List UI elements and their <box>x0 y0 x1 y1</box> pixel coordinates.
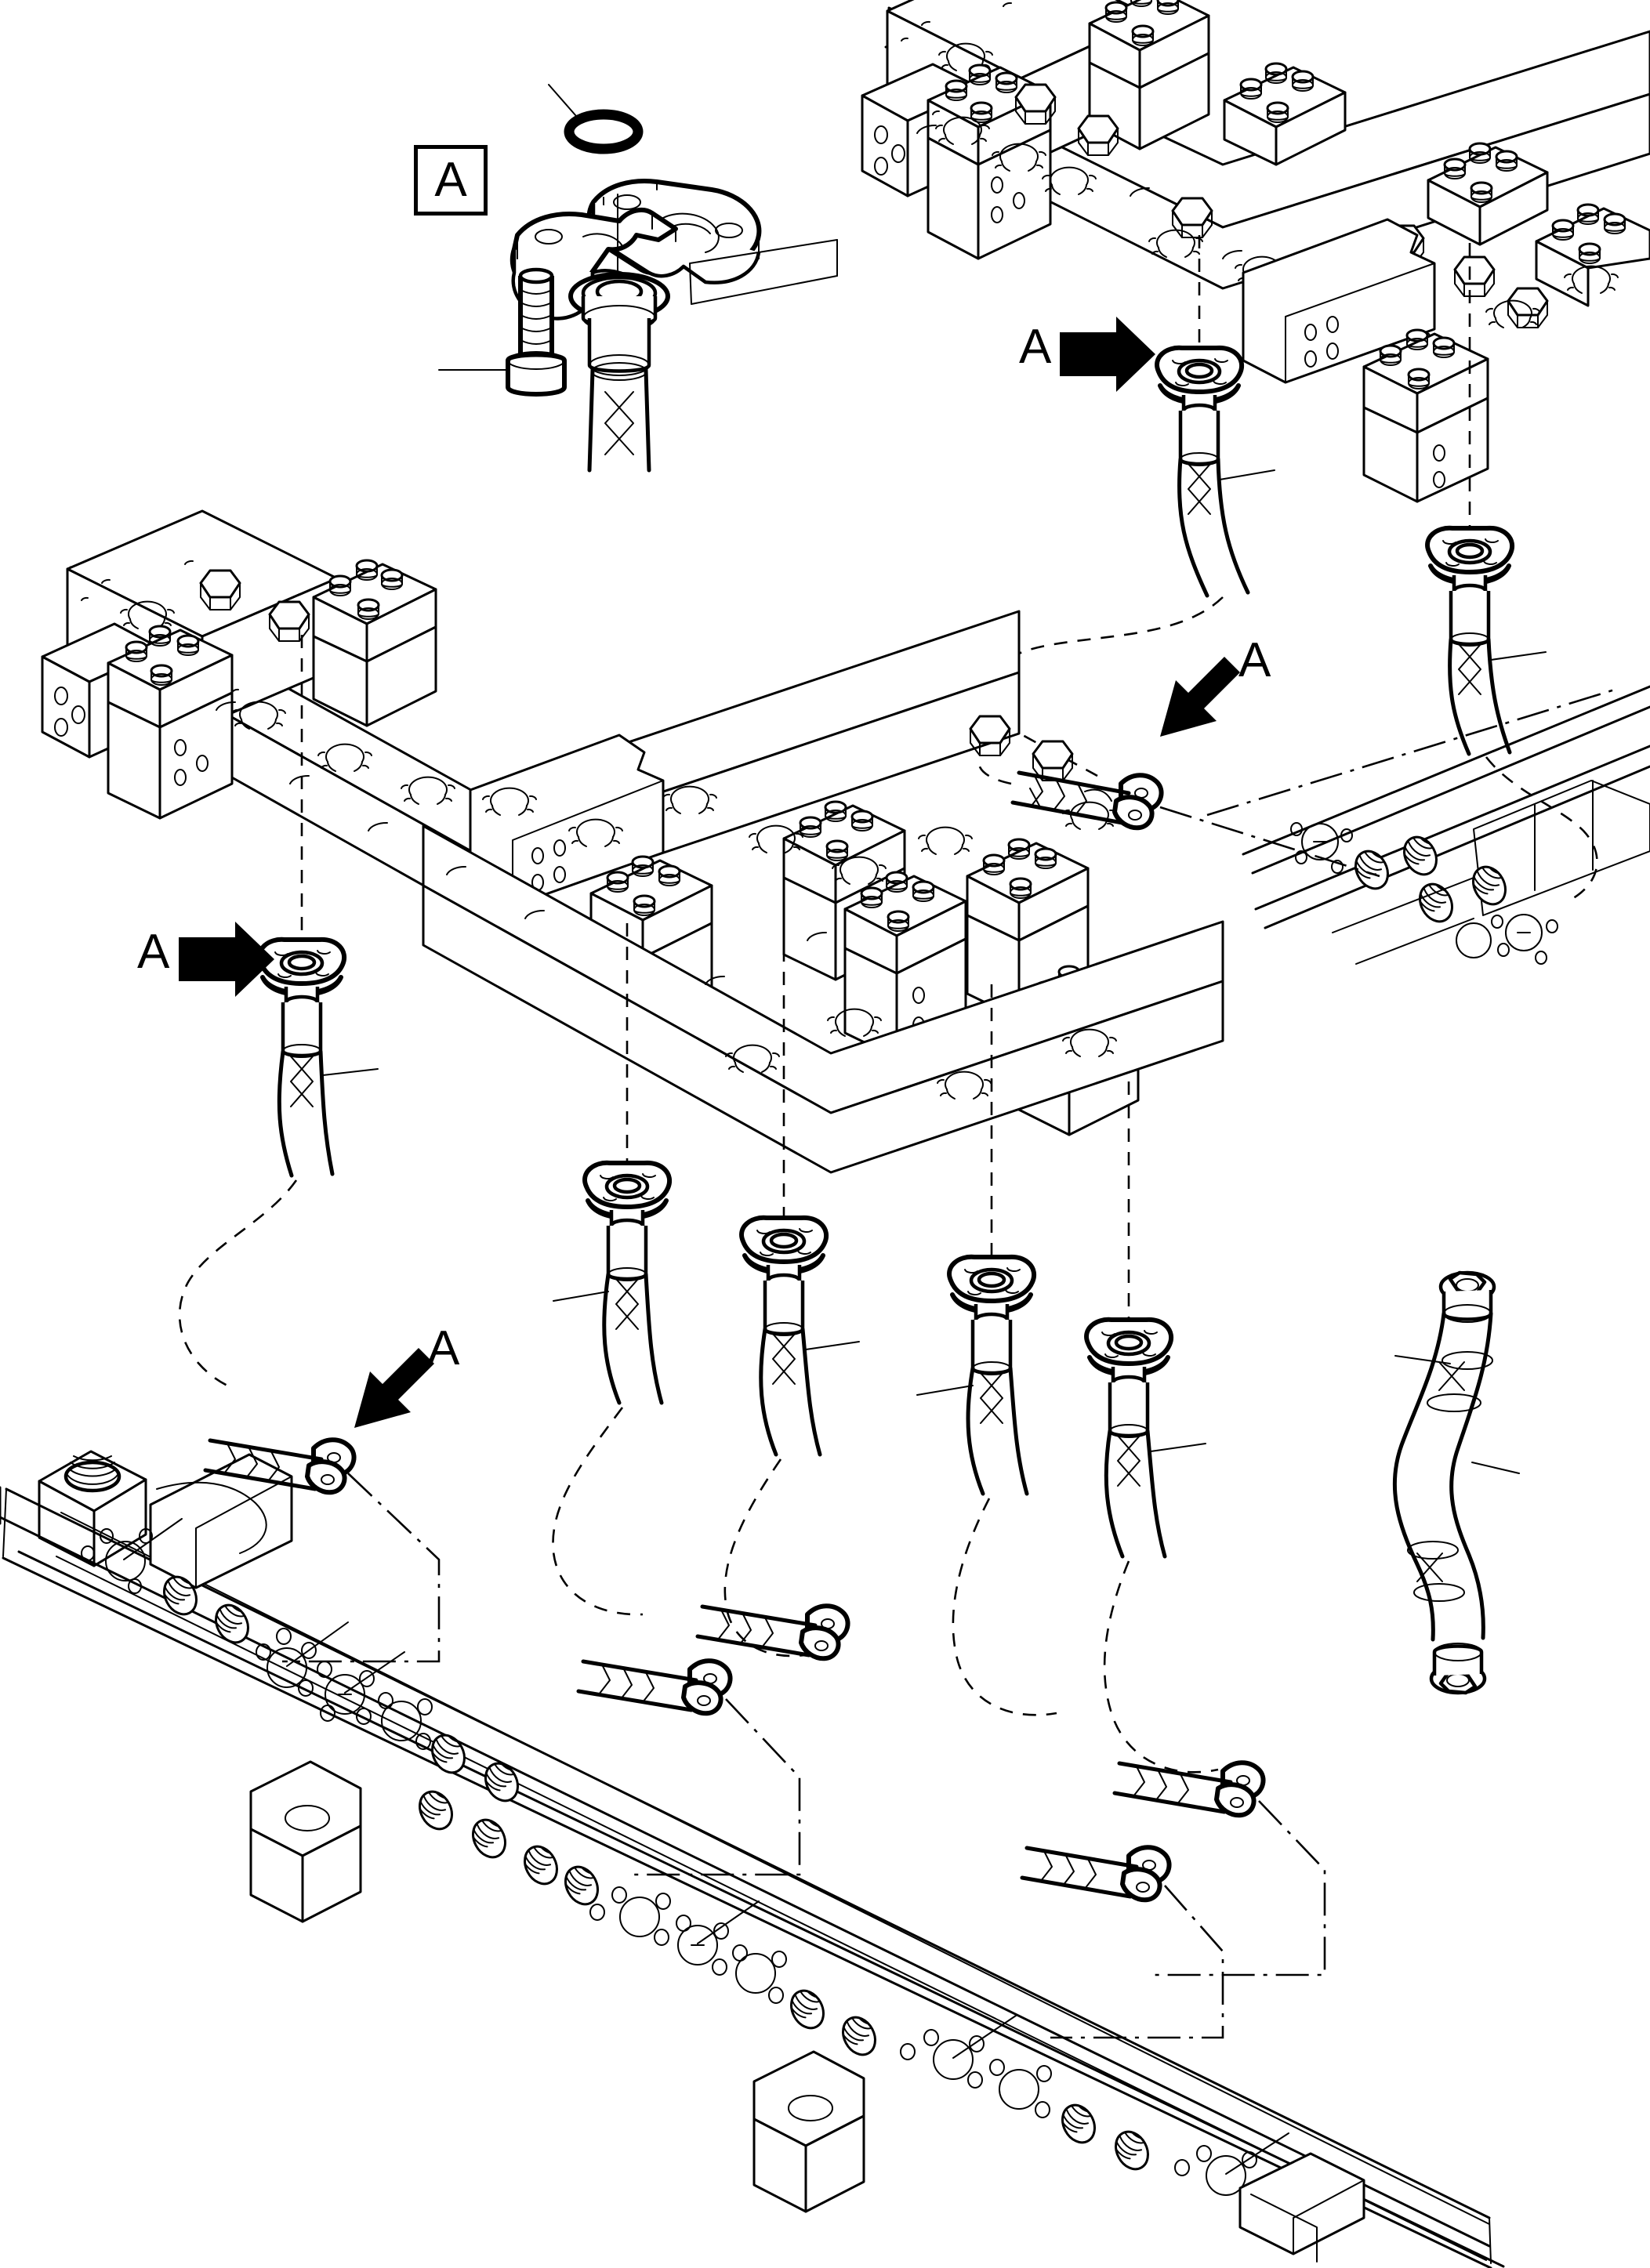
plugged-hole <box>1108 2125 1156 2176</box>
support-bracket <box>249 1760 362 1923</box>
hose-end-fitting-part <box>568 272 670 473</box>
hose-lower-valve-2 <box>552 1163 669 1616</box>
hose-braid-marking <box>604 391 634 455</box>
hose-rail-connection-1 <box>203 1440 441 1663</box>
hex-plug <box>1507 287 1549 329</box>
hose-lower-valve-5 <box>1086 1320 1219 1773</box>
lower-control-valve-bank <box>41 509 1224 1342</box>
lower-bulkhead-rail <box>0 1450 1505 2268</box>
hose-rail-connection-3 <box>695 1606 848 1658</box>
hose-upper-valve-1 <box>985 348 1275 777</box>
valve-section-block <box>1535 203 1650 307</box>
plugged-hole <box>412 1784 460 1836</box>
upper-control-valve-bank <box>861 0 1650 553</box>
hex-plug <box>969 715 1011 757</box>
o-ring-part <box>548 84 644 154</box>
hose-upper-rail <box>977 759 1380 878</box>
swivel-nut-lower <box>1431 1643 1485 1693</box>
plugged-hole <box>835 2010 883 2062</box>
valve-section-block <box>312 559 437 663</box>
hose-rail-connection-4 <box>1112 1763 1326 1976</box>
hose-rail-connection-2 <box>576 1661 801 1876</box>
arrow-callout-a-1 <box>1060 317 1155 392</box>
hex-plug <box>1453 255 1496 298</box>
hose-rail-connection-5 <box>1020 1847 1224 2039</box>
hose-lower-valve-3 <box>723 1218 860 1658</box>
cap-screw-part <box>438 267 567 397</box>
hose-assembly-standalone <box>1392 1273 1520 1693</box>
arrow-letter-a-1: A <box>1019 320 1052 374</box>
plugged-hole <box>477 1756 526 1808</box>
hose-lower-valve-4 <box>916 1257 1057 1716</box>
plugged-hole <box>517 1839 565 1891</box>
swivel-nut-upper <box>1441 1273 1494 1322</box>
plugged-hole <box>424 1728 473 1780</box>
hose-braid-marking <box>1117 1435 1140 1487</box>
arrow-letter-a-2: A <box>1238 633 1271 687</box>
detail-a-label-box: A <box>414 145 488 216</box>
valve-section-block <box>1223 62 1347 166</box>
plugged-hole <box>1465 860 1514 911</box>
support-bracket <box>752 2050 865 2213</box>
hose-braid-marking <box>772 1333 796 1385</box>
detail-a-exploded-view <box>438 84 838 473</box>
hose-braid-marking <box>290 1056 314 1107</box>
arrow-callout-a-4 <box>354 1348 434 1428</box>
threaded-boss <box>38 1450 147 1567</box>
valve-section-block <box>966 838 1090 942</box>
hose-braid-marking <box>1416 1361 1465 1582</box>
hex-plug <box>1032 740 1074 782</box>
arrow-callout-a-3 <box>179 922 274 997</box>
plugged-hole <box>557 1860 606 1911</box>
valve-section-block <box>107 625 234 729</box>
plugged-hole <box>1396 830 1445 882</box>
plugged-hole <box>783 1984 832 2035</box>
arrow-callout-a-2 <box>1160 657 1240 737</box>
plugged-hole <box>1054 2098 1103 2150</box>
upper-bulkhead-rail <box>1206 685 1650 965</box>
port-marking <box>918 826 973 855</box>
hose-braid-marking <box>1188 463 1211 515</box>
hose-braid-marking <box>980 1372 1003 1424</box>
valve-section-block <box>1427 142 1549 246</box>
valve-section-block <box>782 800 906 904</box>
hose-upper-valve-2 <box>1427 528 1598 903</box>
hose-braid-marking <box>1458 643 1481 695</box>
valve-section-block <box>843 871 967 975</box>
arrow-letter-a-4: A <box>427 1321 460 1375</box>
hose-lower-valve-1 <box>178 940 379 1387</box>
hose-braid-marking <box>615 1278 639 1330</box>
arrow-letter-a-3: A <box>137 925 170 979</box>
plugged-hole <box>1347 844 1396 896</box>
plugged-hole <box>465 1813 513 1864</box>
